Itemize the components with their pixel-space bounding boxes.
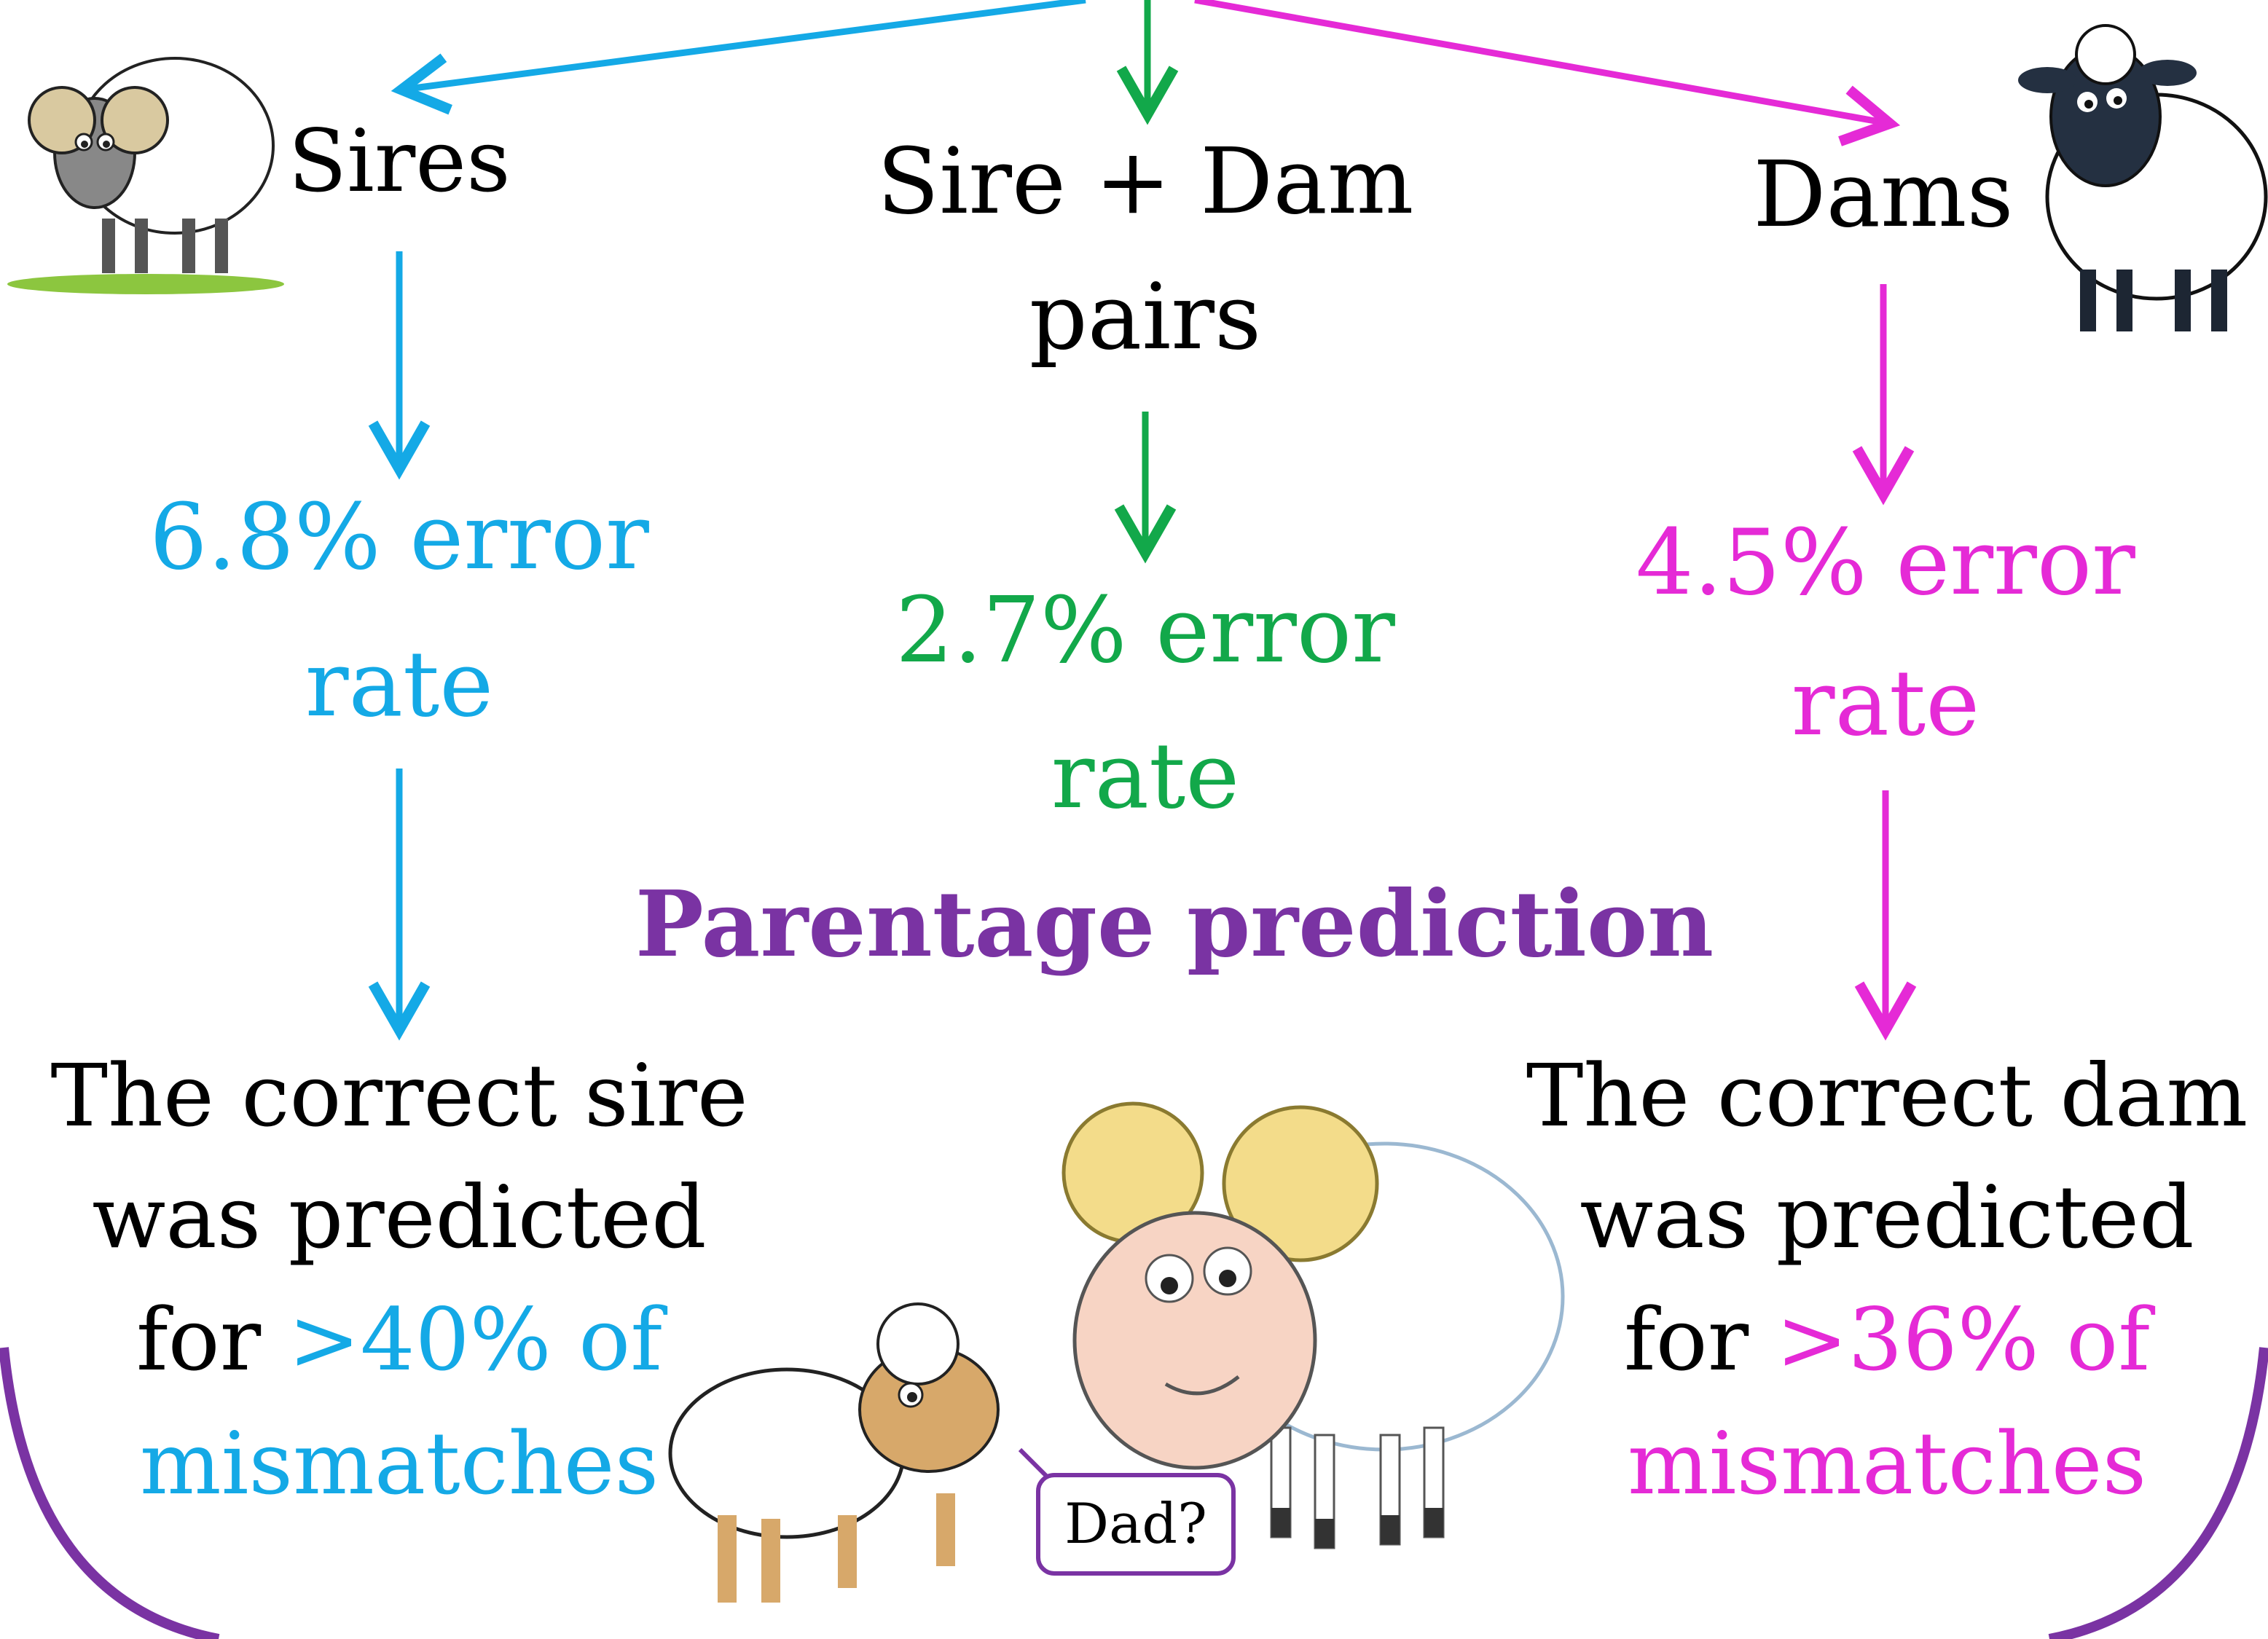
sire-result-prefix: for (136, 1289, 289, 1390)
speech-bubble-text: Dad? (1064, 1491, 1207, 1556)
dams-label: Dams (1753, 142, 2013, 248)
sire-result-line4: mismatches (140, 1413, 659, 1514)
dam-result-line1: The correct dam (1526, 1045, 2248, 1146)
dam-error-line1: 4.5% error (1636, 510, 2135, 616)
dam-result-line4: mismatches (1628, 1413, 2146, 1514)
speech-bubble: Dad? (1018, 1447, 1236, 1576)
sire-result-line3: for >40% of (136, 1289, 667, 1390)
sire-result-line2: was predicted (92, 1167, 706, 1267)
dam-result-line2: was predicted (1580, 1167, 2194, 1267)
sires-label: Sires (288, 111, 510, 211)
ram-icon (7, 57, 284, 294)
pairs-label-line2: pairs (1029, 264, 1261, 370)
arrow-root-to-sires (391, 0, 1086, 115)
pair-error-line1: 2.7% error (895, 578, 1395, 683)
sire-error-line1: 6.8% error (149, 484, 649, 590)
sire-error-line2: rate (305, 632, 493, 737)
lamb-icon (668, 1302, 1000, 1603)
sire-result-line1: The correct sire (50, 1045, 748, 1146)
dam-result-prefix: for (1624, 1289, 1776, 1390)
dam-result-line3: for >36% of (1624, 1289, 2155, 1390)
diagram-title: Parentage prediction (635, 871, 1714, 978)
frame-border (0, 1347, 2268, 1639)
sire-result-highlight: >40% of (289, 1289, 668, 1390)
dam-result-highlight: >36% of (1776, 1289, 2156, 1390)
cartoon-ram-icon (1062, 1101, 1565, 1549)
arrow-root-to-dams (1194, 0, 1901, 146)
pair-error-line2: rate (1051, 723, 1239, 829)
pairs-label-line1: Sire + Dam (877, 129, 1414, 235)
dam-error-line2: rate (1792, 651, 1979, 756)
black-faced-ewe-icon (2018, 24, 2268, 331)
